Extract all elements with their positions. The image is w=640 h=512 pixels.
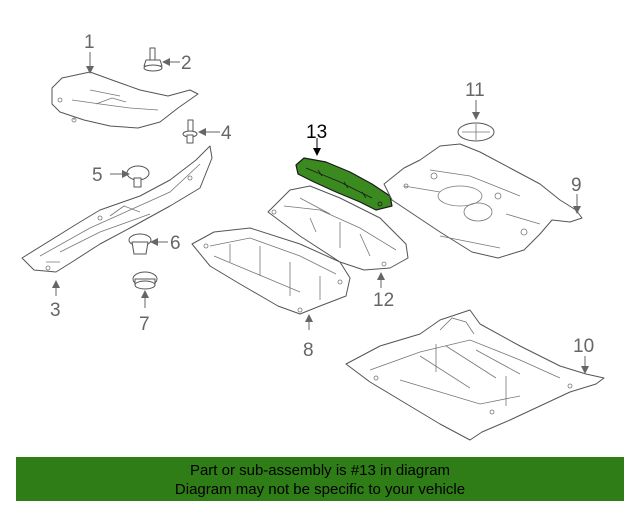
callout-5: 5 [92, 165, 103, 186]
part-10-rear-shield[interactable] [345, 309, 605, 441]
part-8-underbody-panel[interactable] [191, 227, 351, 315]
callout-8: 8 [303, 340, 314, 361]
part-1-shield[interactable] [51, 71, 199, 129]
callout-4: 4 [221, 123, 232, 144]
part-2-screw[interactable] [143, 47, 163, 72]
part-12-center-shield[interactable] [267, 185, 409, 271]
banner-line-2: Diagram may not be specific to your vehi… [174, 481, 466, 498]
part-11-cap[interactable] [457, 122, 495, 142]
callout-2: 2 [181, 53, 192, 74]
callout-7: 7 [139, 314, 150, 335]
callout-9: 9 [571, 175, 582, 196]
callout-13: 13 [306, 122, 327, 143]
info-banner: Part or sub-assembly is #13 in diagram D… [16, 457, 624, 501]
part-3-side-panel[interactable] [21, 145, 213, 273]
banner-line-1: Part or sub-assembly is #13 in diagram [189, 462, 451, 479]
part-13-reinforcement-bar[interactable] [295, 157, 393, 211]
part-7-plug[interactable] [132, 271, 158, 290]
part-4-bolt[interactable] [182, 119, 198, 144]
callout-12: 12 [373, 290, 394, 311]
callout-3: 3 [50, 300, 61, 321]
callout-10: 10 [573, 336, 594, 357]
callout-1: 1 [84, 32, 95, 53]
part-9-engine-shield[interactable] [383, 143, 583, 259]
callout-6: 6 [170, 233, 181, 254]
callout-11: 11 [465, 80, 485, 101]
part-5-clip[interactable] [126, 165, 150, 188]
part-6-push-clip[interactable] [128, 233, 152, 255]
